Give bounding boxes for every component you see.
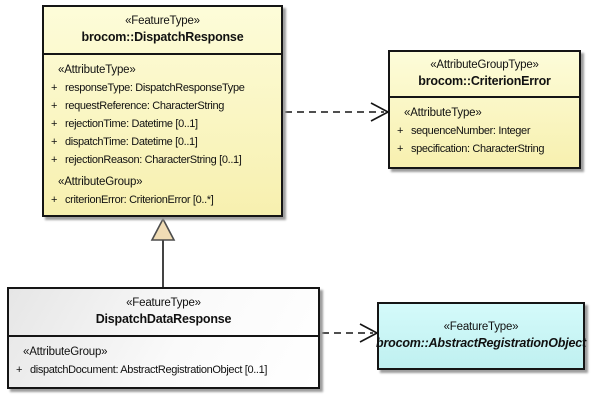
attributes-compartment: «AttributeType» + responseType: Dispatch… <box>44 55 281 209</box>
class-box-abstract-registration-object[interactable]: «FeatureType» brocom::AbstractRegistrati… <box>376 302 586 370</box>
attribute-row: + criterionError: CriterionError [0..*] <box>44 191 281 209</box>
attributes-compartment: «AttributeGroup» + dispatchDocument: Abs… <box>9 337 318 379</box>
hollow-triangle-arrowhead-icon <box>150 217 176 241</box>
dependency-arrow-criterion-error[interactable] <box>285 102 389 122</box>
open-arrowhead-icon <box>370 102 389 122</box>
attribute-row: + sequenceNumber: Integer <box>390 122 579 140</box>
class-name: brocom::CriterionError <box>418 74 551 89</box>
class-header: «AttributeGroupType» brocom::CriterionEr… <box>390 52 579 98</box>
visibility-sign: + <box>51 118 58 130</box>
class-box-dispatch-data-response[interactable]: «FeatureType» DispatchDataResponse «Attr… <box>7 287 320 389</box>
visibility-sign: + <box>51 194 58 206</box>
attribute-row: + dispatchTime: Datetime [0..1] <box>44 133 281 151</box>
stereotype-label: «AttributeGroupType» <box>430 58 539 71</box>
class-name: brocom::AbstractRegistrationObject <box>376 336 586 351</box>
section-label: «AttributeGroup» <box>58 176 143 188</box>
class-box-criterion-error[interactable]: «AttributeGroupType» brocom::CriterionEr… <box>388 50 581 169</box>
visibility-sign: + <box>51 100 58 112</box>
dependency-arrow-abstract-registration[interactable] <box>322 323 378 343</box>
attribute-text: dispatchTime: Datetime [0..1] <box>65 136 198 148</box>
attribute-text: criterionError: CriterionError [0..*] <box>65 194 214 206</box>
class-header: «FeatureType» brocom::AbstractRegistrati… <box>376 304 586 368</box>
attribute-row: + responseType: DispatchResponseType <box>44 79 281 97</box>
generalization-arrow[interactable] <box>150 217 176 287</box>
section-label: «AttributeGroup» <box>23 346 108 358</box>
class-header: «FeatureType» brocom::DispatchResponse <box>44 7 281 55</box>
attribute-row: + dispatchDocument: AbstractRegistration… <box>9 361 318 379</box>
visibility-sign: + <box>51 136 58 148</box>
attribute-row: + requestReference: CharacterString <box>44 97 281 115</box>
open-arrowhead-icon <box>359 323 378 343</box>
attribute-text: sequenceNumber: Integer <box>411 125 531 137</box>
class-name: DispatchDataResponse <box>95 312 232 327</box>
stereotype-label: «FeatureType» <box>443 320 519 333</box>
attribute-row: + rejectionReason: CharacterString [0..1… <box>44 151 281 169</box>
section-label: «AttributeType» <box>404 107 482 119</box>
attribute-text: rejectionTime: Datetime [0..1] <box>65 118 198 130</box>
section-label: «AttributeType» <box>58 64 136 76</box>
class-header: «FeatureType» DispatchDataResponse <box>9 289 318 337</box>
attribute-text: dispatchDocument: AbstractRegistrationOb… <box>30 364 268 376</box>
stereotype-label: «FeatureType» <box>126 296 201 309</box>
visibility-sign: + <box>16 364 23 376</box>
visibility-sign: + <box>397 143 404 155</box>
attribute-row: + specification: CharacterString <box>390 140 579 158</box>
visibility-sign: + <box>51 154 58 166</box>
attribute-text: responseType: DispatchResponseType <box>65 82 245 94</box>
attributes-compartment: «AttributeType» + sequenceNumber: Intege… <box>390 98 579 158</box>
visibility-sign: + <box>51 82 58 94</box>
class-box-dispatch-response[interactable]: «FeatureType» brocom::DispatchResponse «… <box>42 5 283 217</box>
attribute-text: rejectionReason: CharacterString [0..1] <box>65 154 242 166</box>
attribute-text: specification: CharacterString <box>411 143 545 155</box>
attribute-row: + rejectionTime: Datetime [0..1] <box>44 115 281 133</box>
visibility-sign: + <box>397 125 404 137</box>
attribute-text: requestReference: CharacterString <box>65 100 225 112</box>
stereotype-label: «FeatureType» <box>125 14 200 27</box>
class-name: brocom::DispatchResponse <box>81 30 244 45</box>
